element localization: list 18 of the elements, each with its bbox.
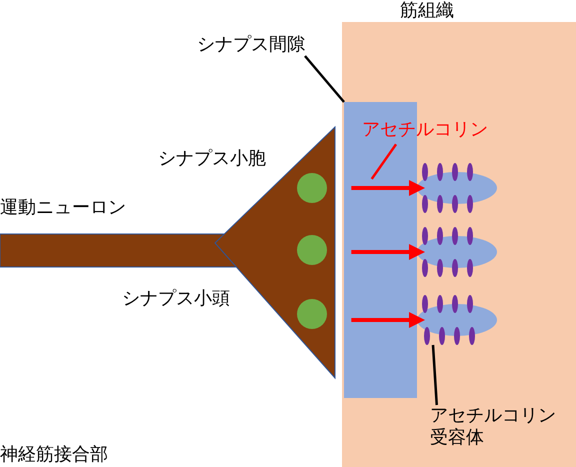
part-label: 筋組織 <box>400 0 454 22</box>
part-label: アセチルコリン <box>362 119 488 141</box>
leader-line <box>304 55 345 103</box>
part-label: 神経筋接合部 <box>0 444 108 466</box>
leader-line <box>370 144 398 180</box>
receptor-cluster <box>417 227 497 277</box>
receptor-cluster <box>417 295 497 345</box>
arrow <box>351 312 425 328</box>
part-label: 運動ニューロン <box>0 197 126 219</box>
arrow <box>351 244 425 260</box>
arrow <box>351 180 425 196</box>
leader-line <box>432 344 438 406</box>
receptor-cluster <box>417 163 497 213</box>
part-label: シナプス小胞 <box>158 148 266 170</box>
part-label: アセチルコリン受容体 <box>430 405 565 449</box>
synaptic-cleft <box>344 102 417 398</box>
part-label: シナプス間隙 <box>197 34 305 56</box>
part-label: シナプス小頭 <box>122 288 230 310</box>
